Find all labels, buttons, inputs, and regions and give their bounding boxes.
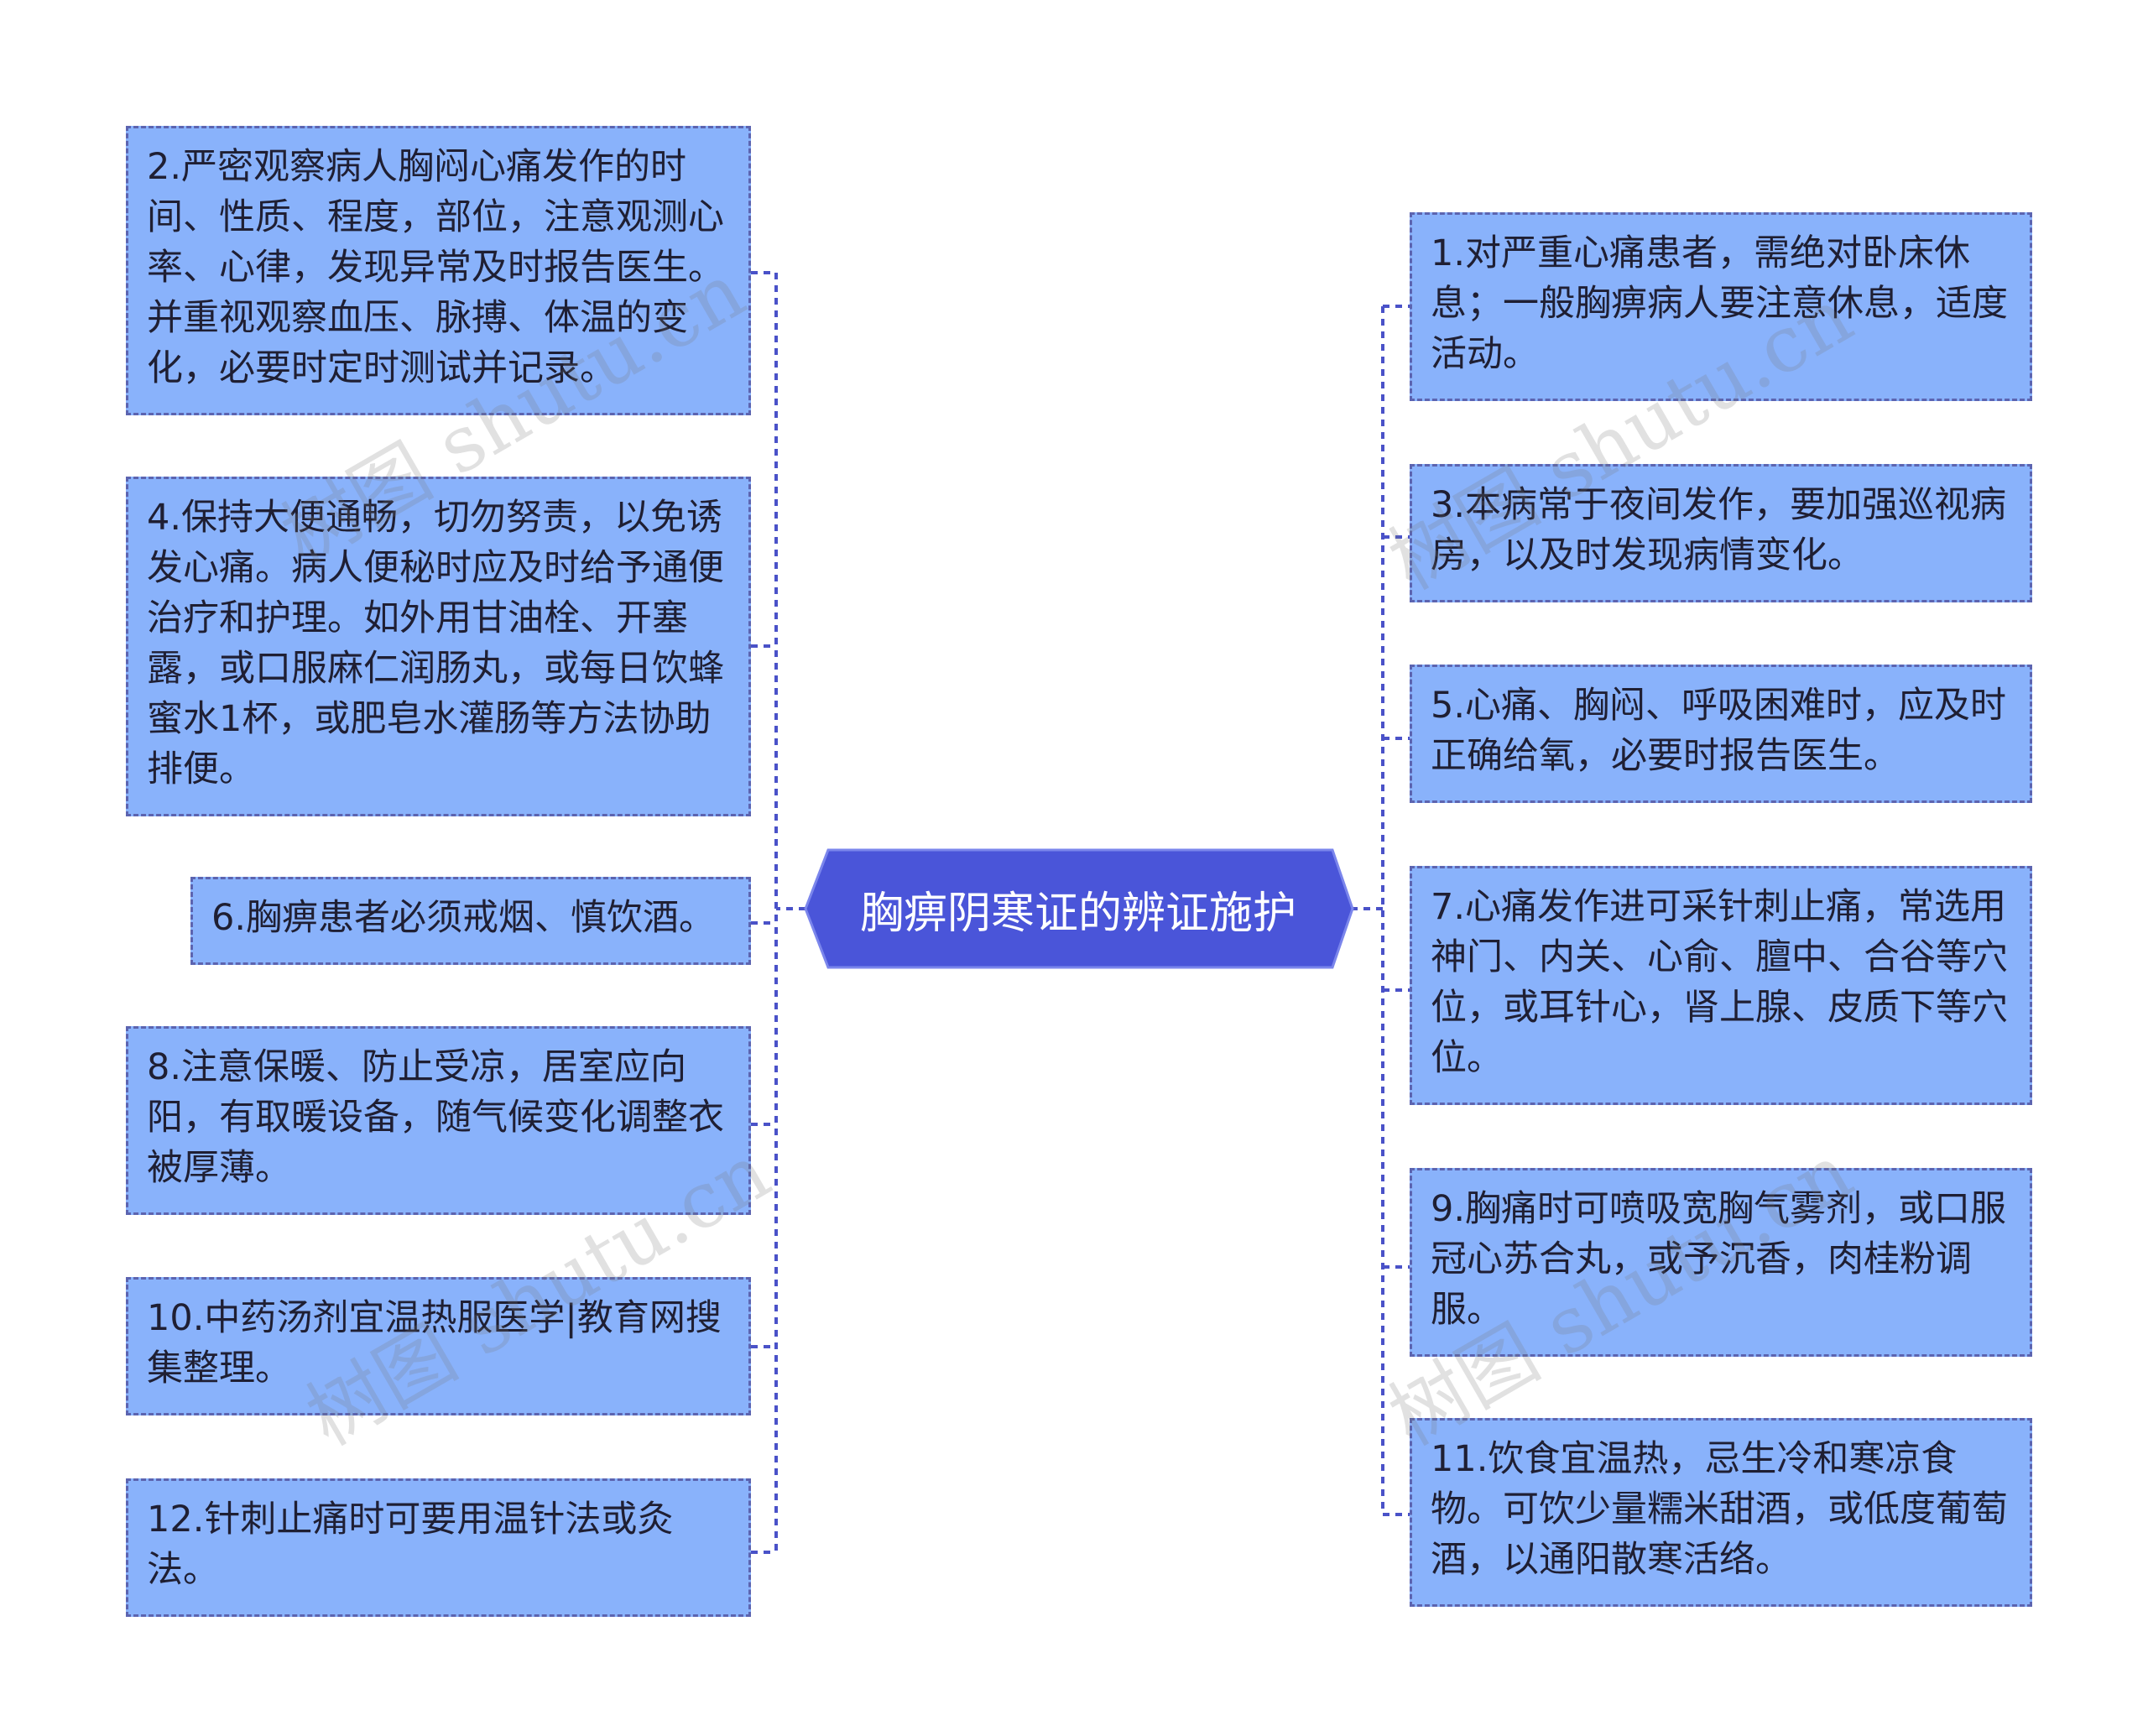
right-node-9-text: 9.胸痛时可喷吸宽胸气雾剂，或口服冠心苏合丸，或予沉香，肉桂粉调服。: [1431, 1188, 2007, 1331]
right-node-11-text: 11.饮食宜温热，忌生冷和寒凉食物。可饮少量糯米甜酒，或低度葡萄酒，以通阳散寒活…: [1431, 1438, 2008, 1581]
left-node-4-text: 4.保持大便通畅，切勿努责，以免诱发心痛。病人便秘时应及时给予通便治疗和护理。如…: [147, 497, 724, 790]
right-node-7[interactable]: 7.心痛发作进可采针刺止痛，常选用神门、内关、心俞、膻中、合谷等穴位，或耳针心，…: [1410, 866, 2032, 1105]
left-node-6-text: 6.胸痹患者必须戒烟、慎饮酒。: [211, 897, 716, 939]
right-node-1-text: 1.对严重心痛患者，需绝对卧床休息；一般胸痹病人要注意休息，适度活动。: [1431, 232, 2008, 375]
center-node-label[interactable]: 胸痹阴寒证的辨证施护: [859, 888, 1296, 939]
right-node-3[interactable]: 3.本病常于夜间发作，要加强巡视病房，以及时发现病情变化。: [1410, 464, 2032, 602]
right-node-9[interactable]: 9.胸痛时可喷吸宽胸气雾剂，或口服冠心苏合丸，或予沉香，肉桂粉调服。: [1410, 1168, 2032, 1357]
left-node-2[interactable]: 2.严密观察病人胸闷心痛发作的时间、性质、程度，部位，注意观测心率、心律，发现异…: [126, 126, 751, 415]
left-node-4[interactable]: 4.保持大便通畅，切勿努责，以免诱发心痛。病人便秘时应及时给予通便治疗和护理。如…: [126, 477, 751, 816]
right-node-3-text: 3.本病常于夜间发作，要加强巡视病房，以及时发现病情变化。: [1431, 484, 2007, 576]
left-node-2-text: 2.严密观察病人胸闷心痛发作的时间、性质、程度，部位，注意观测心率、心律，发现异…: [147, 146, 724, 389]
left-node-10-text: 10.中药汤剂宜温热服医学|教育网搜集整理。: [147, 1297, 722, 1389]
left-node-6[interactable]: 6.胸痹患者必须戒烟、慎饮酒。: [190, 877, 751, 965]
right-node-11[interactable]: 11.饮食宜温热，忌生冷和寒凉食物。可饮少量糯米甜酒，或低度葡萄酒，以通阳散寒活…: [1410, 1418, 2032, 1607]
right-node-1[interactable]: 1.对严重心痛患者，需绝对卧床休息；一般胸痹病人要注意休息，适度活动。: [1410, 212, 2032, 401]
left-node-10[interactable]: 10.中药汤剂宜温热服医学|教育网搜集整理。: [126, 1277, 751, 1415]
left-node-8[interactable]: 8.注意保暖、防止受凉，居室应向阳，有取暖设备，随气候变化调整衣被厚薄。: [126, 1026, 751, 1215]
left-node-12[interactable]: 12.针刺止痛时可要用温针法或灸法。: [126, 1478, 751, 1617]
right-node-5-text: 5.心痛、胸闷、呼吸困难时，应及时正确给氧，必要时报告医生。: [1431, 685, 2007, 777]
right-node-7-text: 7.心痛发作进可采针刺止痛，常选用神门、内关、心俞、膻中、合谷等穴位，或耳针心，…: [1431, 886, 2008, 1079]
left-node-12-text: 12.针刺止痛时可要用温针法或灸法。: [147, 1499, 674, 1591]
right-node-5[interactable]: 5.心痛、胸闷、呼吸困难时，应及时正确给氧，必要时报告医生。: [1410, 665, 2032, 803]
left-node-8-text: 8.注意保暖、防止受凉，居室应向阳，有取暖设备，随气候变化调整衣被厚薄。: [147, 1046, 724, 1189]
